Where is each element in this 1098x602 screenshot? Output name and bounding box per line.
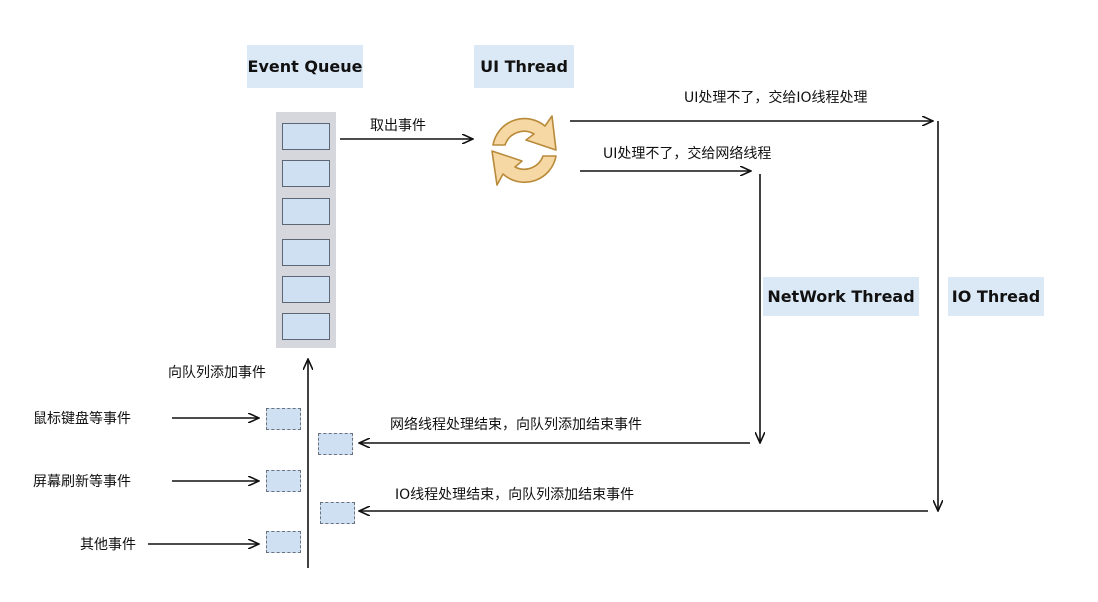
ui-to-io-text: UI处理不了，交给IO线程处理 <box>684 90 868 106</box>
take-event-text: 取出事件 <box>370 118 426 134</box>
network-done-text: 网络线程处理结束，向队列添加结束事件 <box>390 417 642 433</box>
source-label: 鼠标键盘等事件 <box>33 411 131 427</box>
ui-thread-label: UI Thread <box>474 45 574 88</box>
queue-slot <box>282 239 330 266</box>
incoming-event-box <box>266 408 301 430</box>
io-done-text: IO线程处理结束，向队列添加结束事件 <box>395 487 635 503</box>
queue-slot <box>282 313 330 340</box>
queue-slot <box>282 198 330 225</box>
event-queue-label: Event Queue <box>247 45 363 88</box>
source-label: 屏幕刷新等事件 <box>33 474 131 490</box>
queue-slot <box>282 123 330 150</box>
refresh-cycle-icon <box>491 115 557 186</box>
ui-to-network-text: UI处理不了，交给网络线程 <box>603 146 772 162</box>
event-queue <box>276 112 336 348</box>
incoming-event-box <box>266 470 301 492</box>
io-done-event-box <box>320 502 355 524</box>
io-thread-label: IO Thread <box>948 277 1044 316</box>
add-to-queue-text: 向队列添加事件 <box>168 365 266 381</box>
queue-slot <box>282 160 330 187</box>
network-done-event-box <box>318 433 353 455</box>
queue-slot <box>282 276 330 303</box>
incoming-event-box <box>266 531 301 553</box>
network-thread-label: NetWork Thread <box>763 277 919 316</box>
source-label: 其他事件 <box>80 537 136 553</box>
